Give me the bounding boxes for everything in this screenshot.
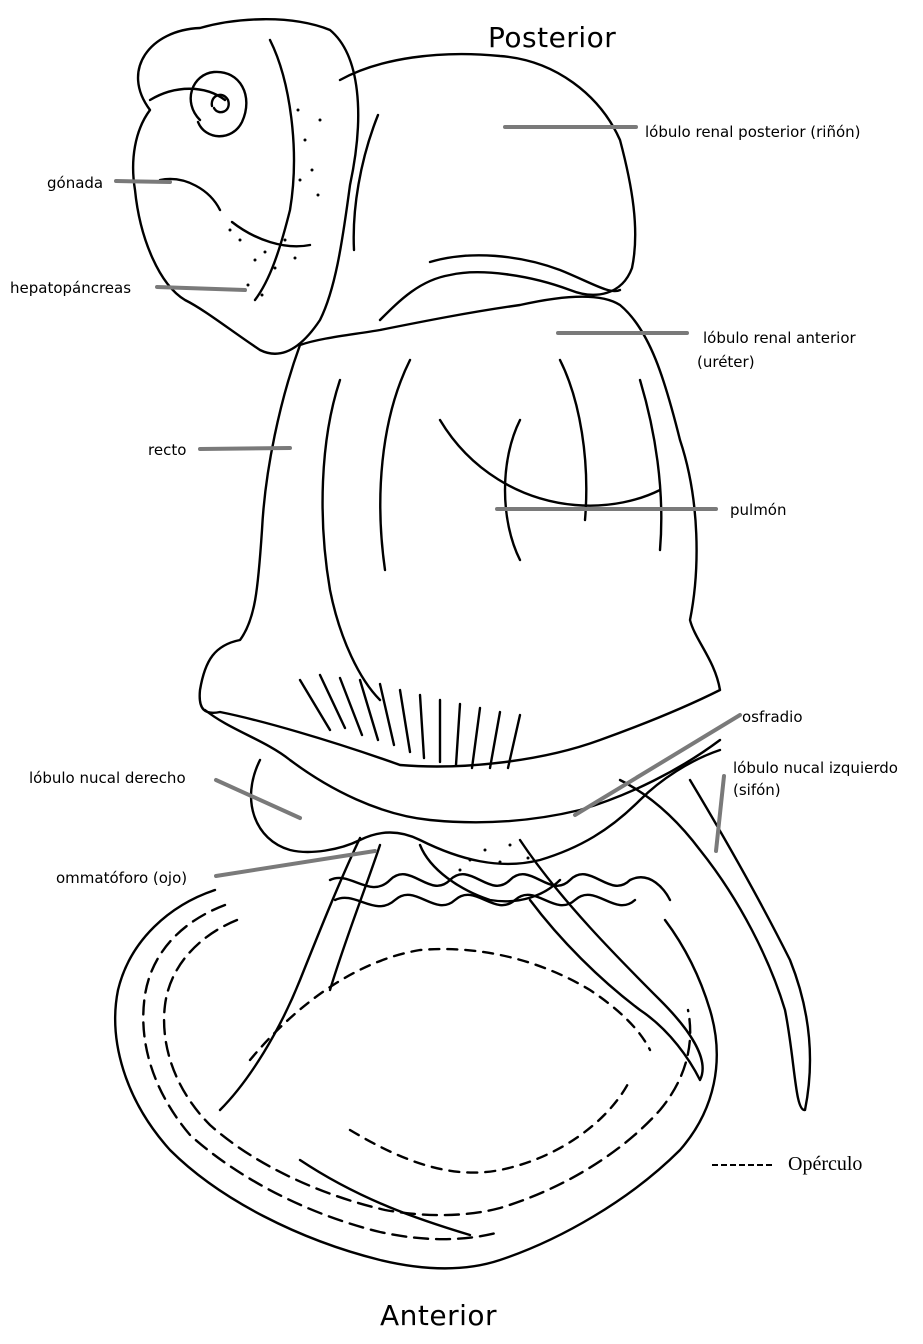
pulmonary-vein	[440, 420, 660, 506]
leader-osphradium	[575, 715, 740, 815]
gonad-spiral	[191, 72, 247, 136]
label-anterior-kidney: lóbulo renal anterior	[703, 328, 856, 348]
label-right-nuchal-lobe: lóbulo nucal derecho	[29, 768, 186, 788]
label-anterior-kidney-ureter: (uréter)	[697, 352, 755, 372]
label-posterior-kidney: lóbulo renal posterior (riñón)	[645, 122, 861, 142]
leader-rectum	[200, 448, 290, 449]
tentacle-left	[520, 840, 703, 1080]
mouth-lip	[330, 874, 670, 900]
label-left-nuchal-siphon: (sifón)	[733, 780, 781, 800]
posterior-kidney-outline	[340, 54, 635, 320]
leader-gonad	[116, 181, 170, 182]
label-gonad: gónada	[47, 173, 103, 193]
siphon	[620, 780, 810, 1110]
visceral-coil-outline	[133, 19, 358, 354]
leader-lines	[116, 127, 740, 876]
label-osphradium: osfradio	[742, 707, 803, 727]
label-hepatopancreas: hepatopáncreas	[10, 278, 131, 298]
label-rectum: recto	[148, 440, 186, 460]
label-left-nuchal-lobe: lóbulo nucal izquierdo	[733, 758, 898, 778]
leader-ommatophore	[216, 851, 375, 876]
operculum-outline	[115, 890, 717, 1268]
leader-right-nuchal	[216, 780, 300, 818]
leader-left-nuchal	[716, 776, 724, 851]
orientation-bottom-label: Anterior	[380, 1300, 497, 1332]
head-outline	[251, 750, 720, 864]
mantle-outline	[200, 297, 720, 767]
label-operculum: Opérculo	[788, 1154, 862, 1174]
label-lung: pulmón	[730, 500, 787, 520]
leader-hepatopancreas	[157, 287, 245, 290]
orientation-top-label: Posterior	[488, 22, 616, 54]
label-ommatophore: ommatóforo (ojo)	[56, 868, 187, 888]
